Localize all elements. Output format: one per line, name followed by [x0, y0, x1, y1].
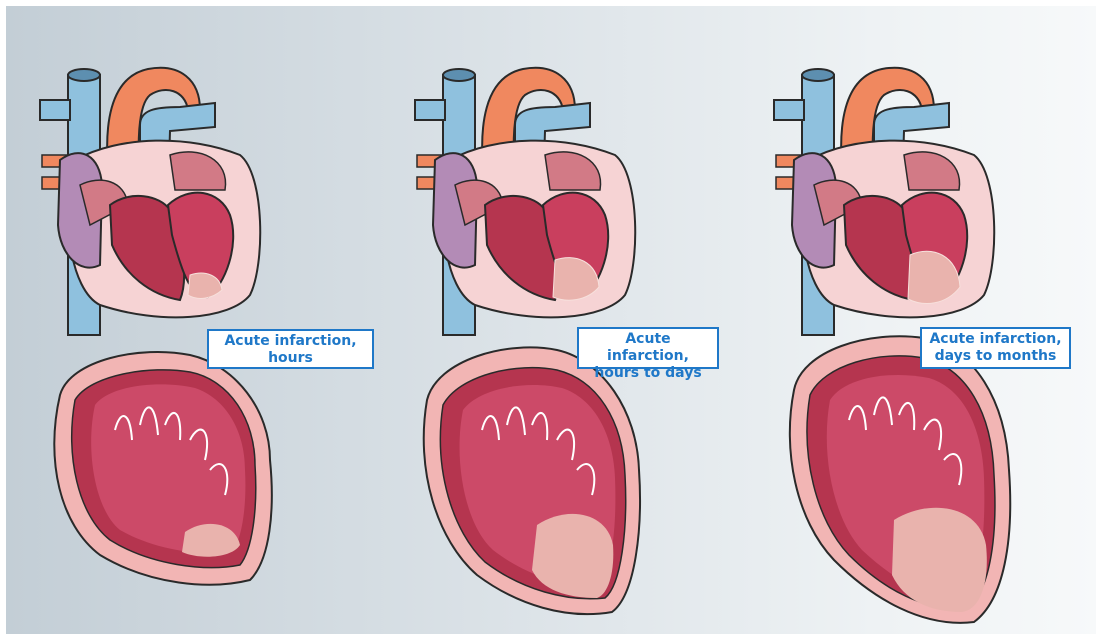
stage-2: Acute infarction, hours to days — [367, 0, 734, 639]
stage-label-1-line2: hours — [213, 350, 368, 367]
stage-label-2-line2: hours to days — [583, 365, 713, 382]
stage-label-3-line1: Acute infarction, — [926, 331, 1065, 348]
stage-label-1: Acute infarction, hours — [207, 329, 374, 369]
stage-3: Acute infarction, days to months — [734, 0, 1101, 639]
whole-heart-3 — [774, 68, 994, 335]
ventricle-section-1 — [54, 352, 272, 585]
stage-label-3: Acute infarction, days to months — [920, 327, 1071, 369]
ventricle-section-2 — [424, 347, 640, 614]
whole-heart-1 — [40, 68, 260, 335]
stage-label-2-line1: Acute infarction, — [583, 331, 713, 365]
stage-label-2: Acute infarction, hours to days — [577, 327, 719, 369]
heart-stage-2-illustration — [367, 0, 734, 639]
ventricle-section-3 — [790, 336, 1010, 623]
heart-stage-1-illustration — [0, 0, 367, 639]
stage-label-1-line1: Acute infarction, — [213, 333, 368, 350]
heart-stage-3-illustration — [734, 0, 1101, 639]
whole-heart-2 — [415, 68, 635, 335]
stage-label-3-line2: days to months — [926, 348, 1065, 365]
stage-1: Acute infarction, hours — [0, 0, 367, 639]
